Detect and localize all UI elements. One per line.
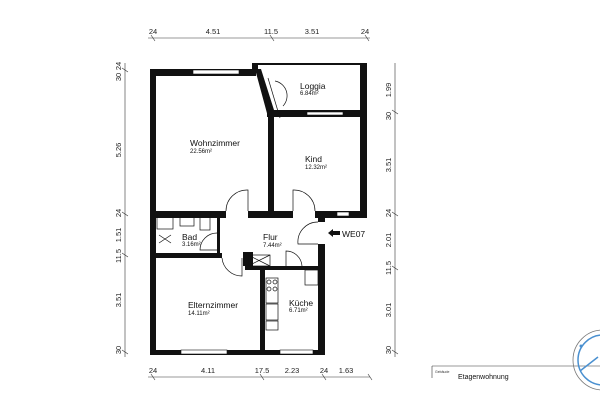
room-name-kueche: Küche <box>289 298 313 308</box>
room-name-wohnzimmer: Wohnzimmer <box>190 138 240 148</box>
dim-left-7: 3.51 <box>114 293 123 308</box>
dim-top-5: 24 <box>361 27 369 36</box>
dimension-ticks <box>121 34 399 381</box>
room-name-elternzimmer: Elternzimmer <box>188 300 238 310</box>
room-name-bad: Bad <box>182 232 197 242</box>
room-area-elternzimmer: 14.11m² <box>188 311 210 317</box>
dim-top-2: 4.51 <box>206 27 221 36</box>
room-area-kind: 12.32m² <box>305 165 327 171</box>
dim-right-1: 1.99 <box>384 83 393 98</box>
room-area-bad: 3.16m² <box>182 242 201 248</box>
dim-right-2: 30 <box>384 112 393 120</box>
dim-right-4: 24 <box>384 209 393 217</box>
dim-left-3: 5.26 <box>114 143 123 158</box>
entrance-label: WE07 <box>342 229 365 239</box>
room-name-kind: Kind <box>305 154 322 164</box>
dim-bottom-1: 24 <box>149 366 157 375</box>
stamp-seal-icon <box>572 329 600 391</box>
dim-left-4: 24 <box>114 209 123 217</box>
dim-bottom-4: 2.23 <box>285 366 300 375</box>
dim-left-1: 30 <box>114 73 123 81</box>
room-area-loggia: 6.84m² <box>300 91 319 97</box>
fixtures <box>156 214 319 331</box>
title-block-label: Gebäude <box>435 370 449 374</box>
windows <box>180 69 350 355</box>
dim-right-8: 30 <box>384 346 393 354</box>
doors <box>199 77 325 277</box>
room-name-loggia: Loggia <box>300 81 326 91</box>
dim-bottom-5: 24 <box>320 366 328 375</box>
dim-top-4: 3.51 <box>305 27 320 36</box>
room-name-flur: Flur <box>263 232 278 242</box>
walls <box>150 63 367 355</box>
title-block-value: Etagenwohnung <box>458 374 509 381</box>
dim-bottom-2: 4.11 <box>201 366 215 375</box>
dim-bottom-6: 1.63 <box>339 366 354 375</box>
dim-bottom-3: 17.5 <box>255 366 270 375</box>
room-area-wohnzimmer: 22.56m² <box>190 149 212 155</box>
dim-right-5: 2.01 <box>384 233 393 248</box>
dim-top-3: 11.5 <box>264 27 278 36</box>
dim-right-3: 3.51 <box>384 158 393 173</box>
room-area-flur: 7.44m² <box>263 243 282 249</box>
dim-top-1: 24 <box>149 27 157 36</box>
dim-left-5: 1.51 <box>114 228 123 243</box>
dim-left-6: 11.5 <box>114 249 123 263</box>
dim-left-2: 24 <box>114 62 123 70</box>
dim-right-6: 11.5 <box>384 261 393 275</box>
room-area-kueche: 6.71m² <box>289 308 308 314</box>
entrance-arrow-icon <box>328 229 340 237</box>
dim-left-8: 30 <box>114 346 123 354</box>
dim-right-7: 3.01 <box>384 303 393 318</box>
